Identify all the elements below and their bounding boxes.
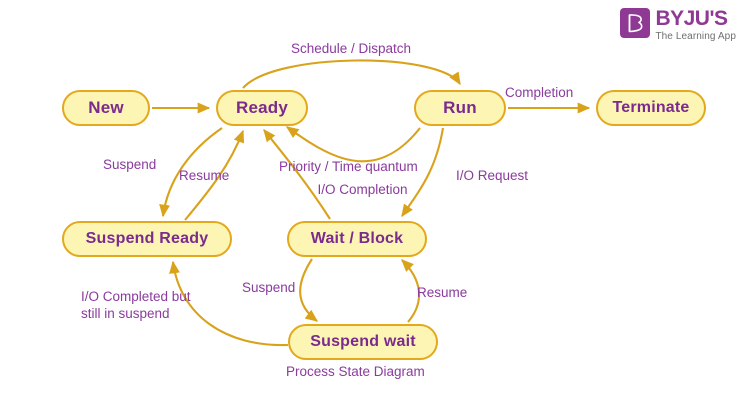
state-node-suspend-wait[interactable]: Suspend wait [288, 324, 438, 360]
edge-run-to-ready [285, 126, 421, 163]
edge-run-to-wait [401, 127, 445, 218]
edge-label-schedule-dispatch: Schedule / Dispatch [291, 41, 412, 56]
state-node-suspend-ready[interactable]: Suspend Ready [62, 221, 232, 257]
edge-label-suspend-ready: Suspend [103, 157, 157, 172]
state-node-wait-block[interactable]: Wait / Block [287, 221, 427, 257]
edge-suspendready-to-ready [184, 129, 245, 221]
edge-ready-to-run [242, 59, 461, 89]
byjus-logo: BYJU'S The Learning App [620, 8, 736, 43]
edge-label-suspend-wait: Suspend [242, 280, 296, 295]
logo-b-glyph-icon [629, 14, 643, 33]
state-node-ready[interactable]: Ready [216, 90, 308, 126]
byjus-logo-mark-icon [620, 8, 651, 38]
edge-wait-to-suspendwait [299, 258, 319, 322]
edge-label-resume-ready: Resume [179, 168, 230, 183]
edge-label-completion: Completion [505, 85, 574, 100]
edge-label-priority-time-quantum: Priority / Time quantum [279, 159, 418, 174]
diagram-caption: Process State Diagram [286, 364, 425, 379]
edge-label-io-completed-but-still-in-suspend: I/O Completed but still in suspend [81, 289, 191, 321]
byjus-logo-wordmark: BYJU'S [655, 7, 728, 30]
state-node-new[interactable]: New [62, 90, 150, 126]
state-node-terminate[interactable]: Terminate [596, 90, 706, 126]
edge-ready-to-suspendready [159, 127, 223, 218]
edge-label-resume-wait: Resume [417, 285, 468, 300]
edge-suspendwait-to-wait [401, 259, 421, 323]
byjus-logo-tagline: The Learning App [655, 31, 736, 42]
edge-suspendwait-to-suspendready [169, 260, 289, 347]
edge-wait-to-ready [263, 129, 331, 220]
edge-label-io-completion: I/O Completion [317, 182, 408, 197]
edge-label-io-request: I/O Request [456, 168, 529, 183]
state-node-run[interactable]: Run [414, 90, 506, 126]
